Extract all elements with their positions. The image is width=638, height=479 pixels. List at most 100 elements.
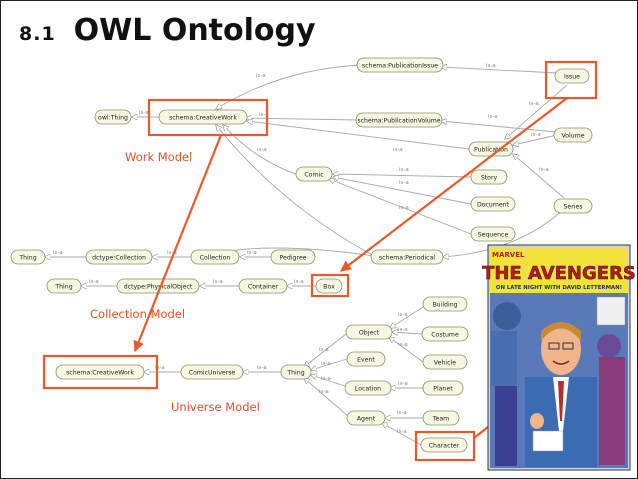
node-series[interactable]: Series <box>553 198 593 214</box>
edge-vehicle-object: is-a <box>389 337 424 363</box>
edge-series-publication: is-a <box>513 154 565 199</box>
node-periodical[interactable]: schema:Periodical <box>370 249 444 265</box>
edge-label: is-a <box>399 205 409 211</box>
edge-label: is-a <box>53 250 63 256</box>
edge-label: is-a <box>397 429 407 435</box>
svg-text:Sequence: Sequence <box>478 232 509 239</box>
edge-label: is-a <box>393 147 403 153</box>
svg-text:Building: Building <box>432 302 457 309</box>
node-creative-work-bottom[interactable]: schema:CreativeWork <box>55 364 145 380</box>
edge-costume-object: is-a <box>392 327 423 334</box>
svg-text:Collection: Collection <box>200 255 231 262</box>
svg-text:Pedigree: Pedigree <box>280 255 307 262</box>
edge-document-comic: is-a <box>333 177 472 205</box>
svg-text:owl:Thing: owl:Thing <box>98 115 128 122</box>
node-thing-physical[interactable]: Thing <box>46 278 82 294</box>
node-pedigree[interactable]: Pedigree <box>270 249 316 265</box>
edge-issue-pubissue: is-a <box>441 63 558 74</box>
svg-text:Object: Object <box>359 330 380 337</box>
edge-volume-publication: is-a <box>513 132 558 145</box>
slide-title-text: OWL Ontology <box>73 13 316 48</box>
edge-label: is-a <box>319 347 329 353</box>
edge-label: is-a <box>257 365 267 371</box>
arrow-work-to-universe <box>133 134 223 353</box>
edge-comicuniverse-creativework: is-a <box>144 365 182 372</box>
node-thing-collection[interactable]: Thing <box>10 249 46 265</box>
edge-label: is-a <box>397 410 407 416</box>
svg-text:Document: Document <box>477 202 510 209</box>
svg-text:Story: Story <box>481 175 498 182</box>
node-publication-volume[interactable]: schema:PublicationVolume <box>355 112 443 128</box>
node-volume[interactable]: Volume <box>553 127 593 143</box>
svg-text:Agent: Agent <box>357 416 376 423</box>
node-document[interactable]: Document <box>470 196 516 212</box>
node-planet[interactable]: Planet <box>422 380 464 396</box>
edge-label: is-a <box>398 342 408 348</box>
edge-label: is-a <box>139 110 149 116</box>
edge-location-thing: is-a <box>311 375 346 387</box>
node-event[interactable]: Event <box>346 351 386 367</box>
edge-event-thing: is-a <box>311 358 348 370</box>
edge-label: is-a <box>488 114 498 120</box>
node-location[interactable]: Location <box>344 380 392 396</box>
node-story[interactable]: Story <box>470 169 508 185</box>
edge-creativework-thing: is-a <box>132 110 159 117</box>
svg-text:Issue: Issue <box>564 74 580 81</box>
node-creative-work-top[interactable]: schema:CreativeWork <box>158 109 248 125</box>
svg-text:Planet: Planet <box>433 386 453 393</box>
edge-label: is-a <box>294 279 304 285</box>
node-dctype-collection[interactable]: dctype:Collection <box>85 249 153 265</box>
node-issue[interactable]: Issue <box>554 68 590 84</box>
svg-text:Thing: Thing <box>18 255 36 262</box>
node-collection[interactable]: Collection <box>190 249 240 265</box>
edge-volume-pubvolume: is-a <box>441 114 557 133</box>
edge-label: is-a <box>213 279 223 285</box>
highlight-box <box>310 273 350 298</box>
svg-text:Thing: Thing <box>286 370 304 377</box>
svg-text:Comic: Comic <box>304 172 324 179</box>
node-agent[interactable]: Agent <box>346 410 386 426</box>
node-sequence[interactable]: Sequence <box>470 226 516 242</box>
node-team[interactable]: Team <box>422 410 460 426</box>
node-container[interactable]: Container <box>238 278 288 294</box>
svg-text:Box: Box <box>323 284 335 291</box>
edge-periodical-creativework <box>216 125 377 258</box>
edge-label: is-a <box>247 250 257 256</box>
node-dctype-physical[interactable]: dctype:PhysicalObject <box>116 278 200 294</box>
edge-label: is-a <box>321 361 331 367</box>
edge-label: is-a <box>486 63 496 69</box>
edge-pubvolume-creativework: is-a <box>246 112 359 120</box>
highlight-creative-work-top <box>147 98 269 137</box>
edge-pedigree-collection: is-a <box>240 250 271 257</box>
node-box[interactable]: Box <box>315 278 343 294</box>
svg-text:Character: Character <box>429 443 460 450</box>
edge-agent-thing: is-a <box>304 378 349 417</box>
edge-issue-publication: is-a <box>505 84 568 139</box>
node-publication-issue[interactable]: schema:PublicationIssue <box>356 57 444 73</box>
svg-text:schema:CreativeWork: schema:CreativeWork <box>66 370 134 377</box>
node-vehicle[interactable]: Vehicle <box>422 354 468 370</box>
cover-tagline: ON LATE NIGHT WITH DAVID LETTERMAN! <box>496 285 622 291</box>
node-character[interactable]: Character <box>420 437 468 453</box>
svg-text:schema:PublicationVolume: schema:PublicationVolume <box>357 118 440 125</box>
edge-pubissue-creativework: is-a <box>216 64 362 109</box>
node-building[interactable]: Building <box>422 296 468 312</box>
edge-team-agent: is-a <box>385 410 423 418</box>
node-owl-thing[interactable]: owl:Thing <box>94 109 132 125</box>
edge-story-comic: is-a <box>333 167 472 178</box>
svg-text:dctype:Collection: dctype:Collection <box>92 255 146 262</box>
node-thing-universe[interactable]: Thing <box>280 364 312 380</box>
edge-label: is-a <box>321 376 331 382</box>
cover-title: THE AVENGERS <box>482 263 636 284</box>
cover-publisher: MARVEL <box>492 251 525 259</box>
edge-label: is-a <box>259 112 269 118</box>
node-comic[interactable]: Comic <box>295 166 333 182</box>
svg-text:Team: Team <box>432 416 449 423</box>
edge-label: is-a <box>398 381 408 387</box>
svg-text:ComicUniverse: ComicUniverse <box>189 370 236 377</box>
svg-text:Location: Location <box>355 386 381 393</box>
node-object[interactable]: Object <box>345 324 393 340</box>
node-comic-universe[interactable]: ComicUniverse <box>180 364 244 380</box>
node-costume[interactable]: Costume <box>421 326 469 342</box>
